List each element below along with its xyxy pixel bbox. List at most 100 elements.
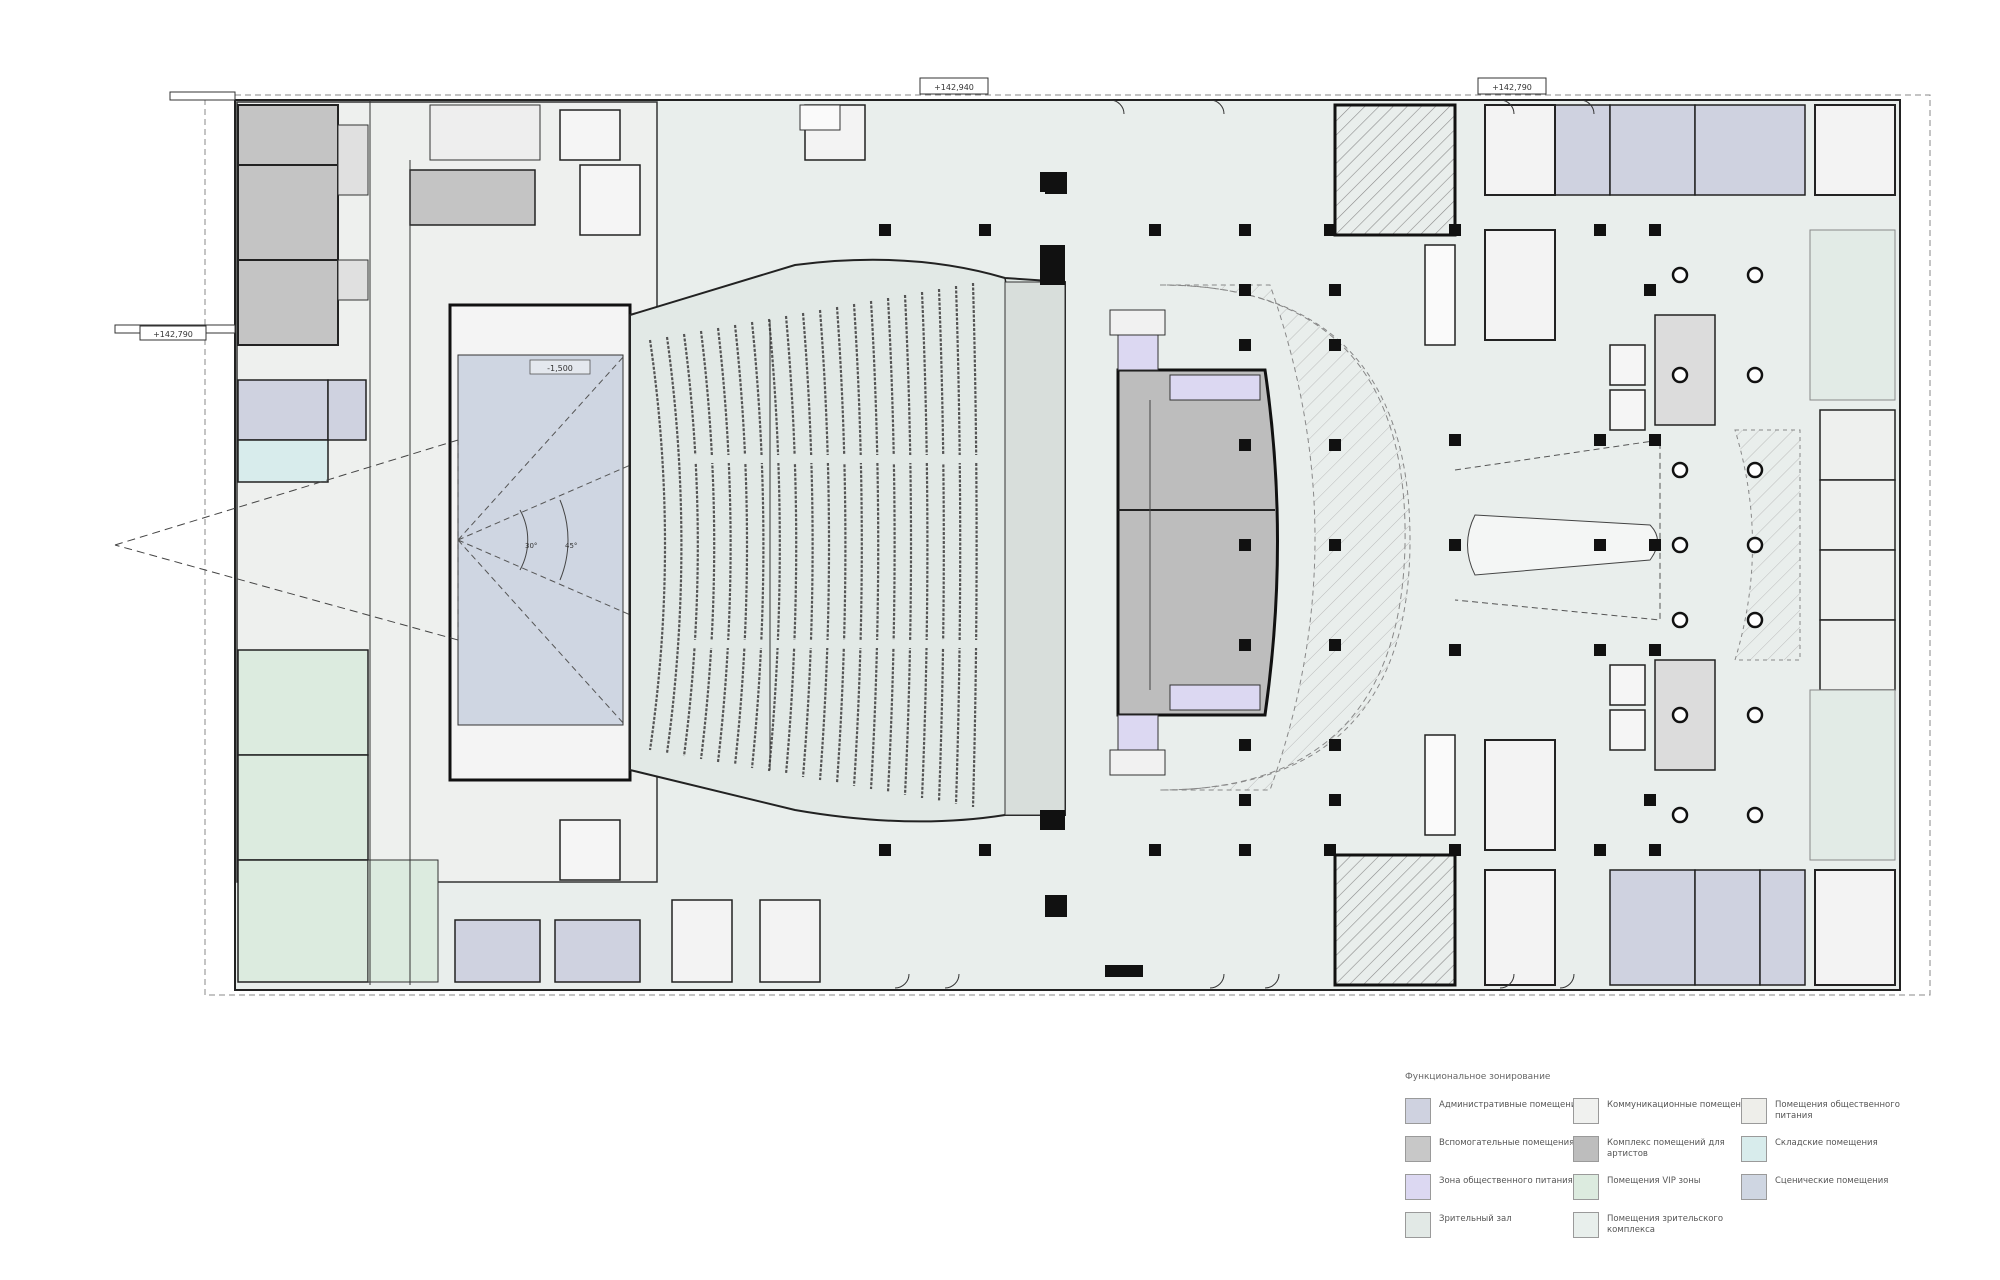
site-boundary xyxy=(204,94,1931,996)
column xyxy=(1449,539,1461,551)
legend-swatch xyxy=(1573,1136,1599,1162)
right-wing xyxy=(1333,103,1896,987)
column xyxy=(1644,794,1656,806)
elevation-marker-top: +142,940 xyxy=(919,77,989,95)
legend-label: Складские помещения xyxy=(1775,1138,1878,1148)
seat-row xyxy=(716,327,732,763)
column xyxy=(1239,439,1251,451)
legend-item: Зрительный зал xyxy=(1405,1212,1595,1252)
seat-row xyxy=(801,312,814,778)
round-column xyxy=(1671,461,1689,479)
legend-swatch xyxy=(1405,1212,1431,1238)
legend-item: Вспомогательные помещения xyxy=(1405,1136,1595,1176)
round-column xyxy=(1671,266,1689,284)
column xyxy=(1329,539,1341,551)
round-column xyxy=(1671,611,1689,629)
door xyxy=(1499,973,1515,989)
column xyxy=(1324,224,1336,236)
column xyxy=(1594,224,1606,236)
column xyxy=(1449,434,1461,446)
legend-item: Помещения общественного питания xyxy=(1741,1098,1931,1138)
legend-label: Сценические помещения xyxy=(1775,1176,1889,1186)
column xyxy=(1239,339,1251,351)
column xyxy=(1644,284,1656,296)
legend-label: Вспомогательные помещения xyxy=(1439,1138,1575,1148)
seat-row xyxy=(920,291,929,799)
legend-item: Помещения VIP зоны xyxy=(1573,1174,1763,1214)
legend-swatch xyxy=(1741,1174,1767,1200)
legend-swatch xyxy=(1573,1212,1599,1238)
legend-label: Коммуникационные помещения xyxy=(1607,1100,1752,1110)
round-column xyxy=(1746,806,1764,824)
column xyxy=(1449,844,1461,856)
seat-row xyxy=(903,294,913,796)
column xyxy=(979,224,991,236)
column xyxy=(879,224,891,236)
column xyxy=(1329,439,1341,451)
legend-swatch xyxy=(1405,1136,1431,1162)
seat-row xyxy=(971,282,978,808)
legend-title: Функциональное зонирование xyxy=(1405,1072,1551,1082)
legend-label: Помещения общественного питания xyxy=(1775,1100,1900,1121)
foyer-hatched-zone xyxy=(1159,284,1411,791)
column xyxy=(1449,224,1461,236)
seat-row xyxy=(835,306,847,784)
column xyxy=(1329,639,1341,651)
column xyxy=(979,844,991,856)
column xyxy=(1329,794,1341,806)
column xyxy=(1649,644,1661,656)
column xyxy=(1149,844,1161,856)
seat-row xyxy=(886,297,896,793)
legend-swatch xyxy=(1405,1174,1431,1200)
functional-zoning-legend: Функциональное зонирование Административ… xyxy=(1405,1072,1965,1262)
central-core xyxy=(1109,309,1279,776)
foyer-island xyxy=(1467,514,1658,576)
column xyxy=(1324,844,1336,856)
seat-row xyxy=(767,318,781,772)
svg-text:+142,790: +142,790 xyxy=(153,330,193,339)
round-column xyxy=(1671,806,1689,824)
round-column xyxy=(1746,536,1764,554)
legend-label: Комплекс помещений для артистов xyxy=(1607,1138,1725,1159)
round-columns xyxy=(1671,266,1764,824)
round-column xyxy=(1746,706,1764,724)
seating-rows xyxy=(648,282,990,808)
column xyxy=(879,844,891,856)
stage-level-label: -1,500 xyxy=(547,364,573,373)
column xyxy=(1329,339,1341,351)
seat-row xyxy=(954,285,962,805)
legend-item: Помещения зрительского комплекса xyxy=(1573,1212,1763,1252)
legend-item: Комплекс помещений для артистов xyxy=(1573,1136,1763,1176)
legend-label: Зона общественного питания xyxy=(1439,1176,1573,1186)
round-column xyxy=(1746,366,1764,384)
seat-row xyxy=(750,321,765,769)
svg-text:+142,940: +142,940 xyxy=(934,83,974,92)
legend-swatch xyxy=(1573,1174,1599,1200)
elevation-marker-left: +142,790 xyxy=(139,325,207,341)
angle-label-45: 45° xyxy=(565,542,577,550)
elevation-marker-top-right: +142,790 xyxy=(1477,77,1547,95)
legend-item: Зона общественного питания xyxy=(1405,1174,1595,1214)
seat-row xyxy=(852,303,863,787)
aisle xyxy=(690,455,990,463)
legend-swatch xyxy=(1741,1136,1767,1162)
structural-columns xyxy=(879,224,1661,856)
column xyxy=(1329,284,1341,296)
round-column xyxy=(1746,611,1764,629)
legend-item: Складские помещения xyxy=(1741,1136,1931,1176)
seat-row xyxy=(699,330,716,760)
column xyxy=(1239,639,1251,651)
column xyxy=(1649,539,1661,551)
column xyxy=(1149,224,1161,236)
column xyxy=(1649,224,1661,236)
column xyxy=(1239,794,1251,806)
legend-label: Административные помещения xyxy=(1439,1100,1582,1110)
round-column xyxy=(1671,536,1689,554)
seat-row xyxy=(682,333,699,757)
legend-label: Помещения зрительского комплекса xyxy=(1607,1214,1724,1235)
door xyxy=(1579,99,1595,115)
round-column xyxy=(1746,461,1764,479)
seat-row xyxy=(665,336,683,754)
column xyxy=(1594,844,1606,856)
seat-row xyxy=(818,309,831,781)
